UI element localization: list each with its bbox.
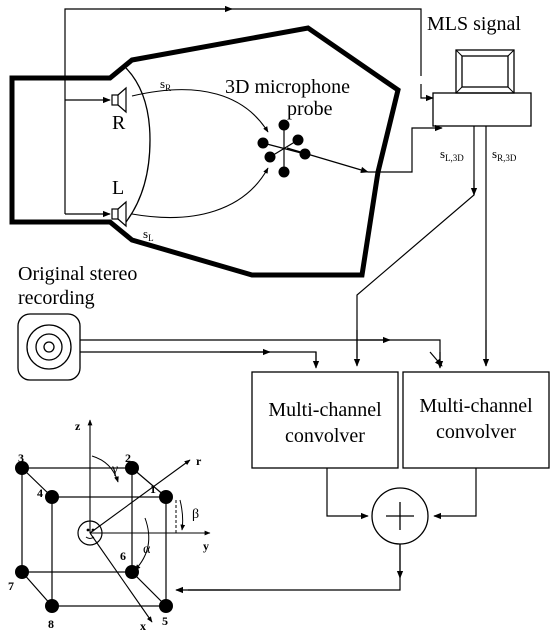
convolver-box-2: Multi-channel convolver: [402, 371, 550, 469]
vertex-label-2: 2: [125, 451, 131, 465]
angle-alpha-label: α: [143, 542, 151, 557]
vertex-label-1: 1: [150, 482, 156, 496]
axis-x-label: x: [140, 619, 146, 632]
s-l-label: sL: [143, 226, 154, 243]
s-r3d-label: sR,3D: [492, 146, 517, 163]
probe-label-line1: 3D microphone: [225, 76, 350, 98]
vertex-label-3: 3: [18, 451, 24, 465]
vertex-label-5: 5: [162, 614, 168, 628]
microphone-probe: [257, 119, 311, 178]
vertex-label-7: 7: [8, 579, 14, 593]
speaker-r-label: R: [112, 112, 126, 134]
probe-label-line2: probe: [287, 98, 333, 120]
axis-z-label: z: [75, 419, 81, 433]
convolver-1-line2: convolver: [285, 425, 365, 447]
convolver-box-1: Multi-channel convolver: [251, 371, 399, 469]
s-l3d-label: sL,3D: [440, 146, 464, 163]
summing-node: [371, 487, 429, 545]
s-l3d-line: [356, 126, 475, 358]
axis-r-label: r: [196, 454, 202, 468]
listening-room: [9, 25, 401, 278]
convolver-1-line1: Multi-channel: [268, 399, 382, 421]
convolver-2-line1: Multi-channel: [419, 395, 533, 417]
coordinate-cube: [15, 419, 211, 623]
computer-icon: [432, 49, 532, 127]
vertex-label-8: 8: [48, 617, 54, 631]
vertex-label-6: 6: [120, 549, 126, 563]
original-recording-line2: recording: [18, 287, 95, 309]
loudspeaker-l-icon: [111, 200, 127, 228]
original-recording-line1: Original stereo: [18, 263, 137, 285]
s-r-label: sR: [160, 76, 171, 93]
vertex-label-4: 4: [37, 486, 43, 500]
convolver-2-line2: convolver: [436, 421, 516, 443]
angle-gamma-label: γ: [111, 462, 118, 477]
path-s-r: [131, 89, 269, 133]
axis-y-label: y: [203, 539, 209, 553]
path-s-l: [131, 167, 269, 218]
angle-beta-label: β: [192, 507, 199, 522]
mls-signal-label: MLS signal: [427, 13, 521, 35]
speaker-l-label: L: [112, 177, 124, 199]
speaker-source-icon: [17, 313, 81, 381]
loudspeaker-r-icon: [111, 86, 127, 114]
